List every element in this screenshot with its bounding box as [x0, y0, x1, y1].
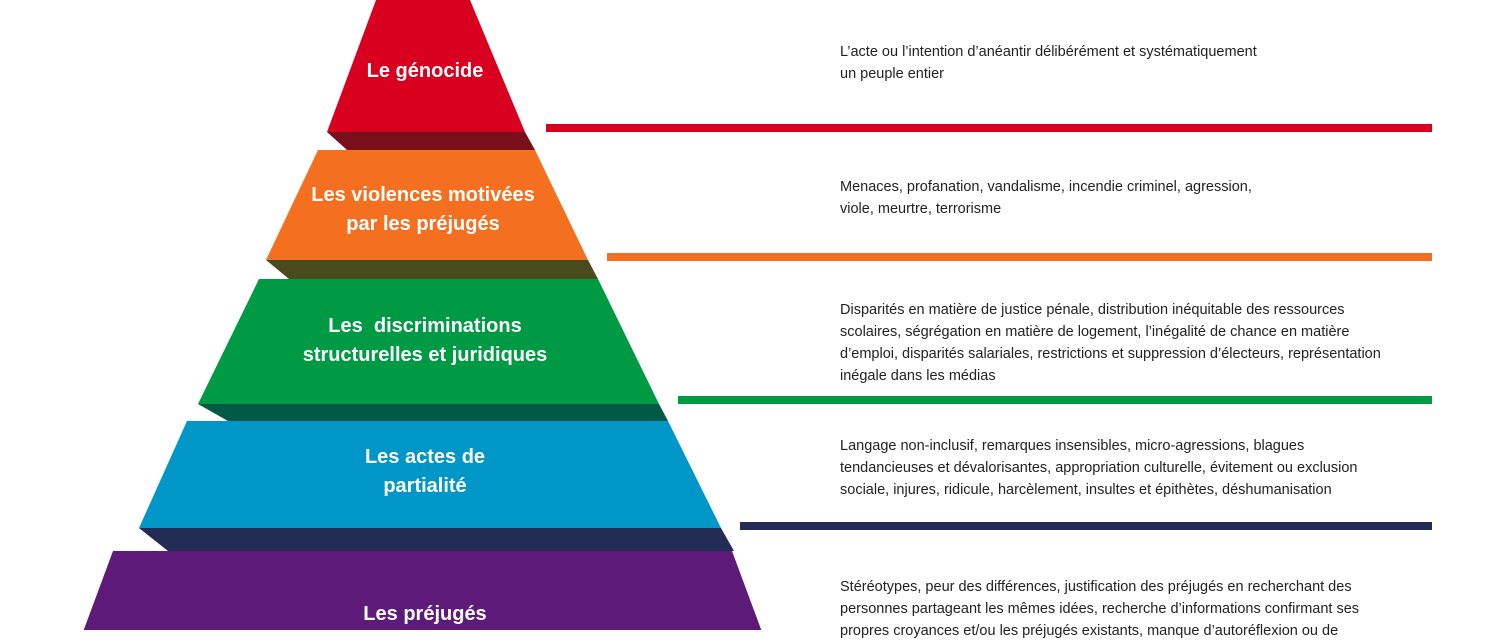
tier-actes-rule: [740, 522, 1432, 530]
tier-genocide-description: L’acte ou l’intention d’anéantir délibér…: [840, 44, 1257, 82]
tier-discriminations-shape: [198, 279, 659, 404]
tier-discriminations-title: Les discriminations structurelles et jur…: [302, 315, 548, 366]
tier-prejuges-shape: [83, 551, 762, 630]
tier-discriminations-description: Disparités en matière de justice pénale,…: [840, 302, 1381, 384]
tier-actes-shape: [139, 421, 721, 528]
tier-genocide-shape: [327, 0, 525, 132]
tier-genocide-title: Le génocide: [366, 60, 484, 82]
tier-actes-title: Les actes de partialité: [364, 446, 486, 497]
tier-actes-description: Langage non-inclusif, remarques insensib…: [840, 438, 1358, 498]
tier-prejuges-title: Les préjugés: [363, 603, 487, 625]
tier-prejuges-description: Stéréotypes, peur des différences, justi…: [840, 579, 1360, 639]
tier-discriminations-rule: [678, 396, 1432, 404]
tier-actes-shadow: [139, 528, 734, 551]
tier-violences-shape: [266, 150, 588, 260]
tier-genocide-rule: [546, 124, 1432, 132]
tier-violences-description: Menaces, profanation, vandalisme, incend…: [840, 179, 1252, 217]
tier-genocide-shadow: [327, 132, 535, 150]
tier-discriminations-shadow: [198, 404, 668, 421]
tier-violences-shadow: [266, 260, 598, 279]
tier-violences-title: Les violences motivées par les préjugés: [311, 184, 535, 235]
tier-violences-rule: [607, 253, 1432, 261]
